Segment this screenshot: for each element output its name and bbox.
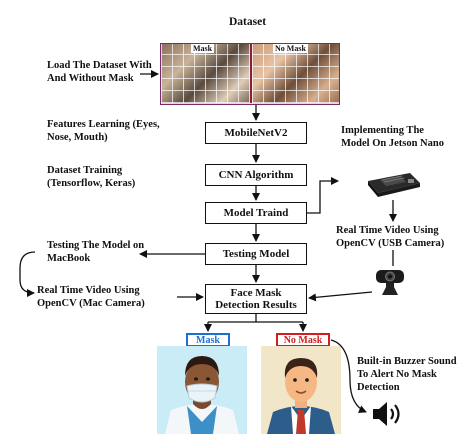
mobilenet-box: MobileNetV2 bbox=[205, 122, 307, 144]
dataset-training-label: Dataset Training (Tensorflow, Keras) bbox=[47, 165, 136, 189]
no-mask-faces-grid bbox=[252, 44, 339, 103]
speaker-icon bbox=[371, 398, 405, 430]
mask-strip-label: Mask bbox=[191, 44, 215, 53]
strip-divider bbox=[250, 44, 252, 103]
dataset-strip: Mask No Mask bbox=[160, 43, 340, 105]
face-mask-results-box: Face Mask Detection Results bbox=[205, 284, 307, 314]
unmasked-businessman-avatar bbox=[261, 346, 341, 434]
cnn-algorithm-box: CNN Algorithm bbox=[205, 164, 307, 186]
features-learning-label: Features Learning (Eyes, Nose, Mouth) bbox=[47, 119, 160, 143]
testing-macbook-label: Testing The Model on MacBook bbox=[47, 240, 145, 264]
diagram-title: Dataset bbox=[229, 16, 267, 28]
mac-camera-label: Real Time Video Using OpenCV (Mac Camera… bbox=[37, 285, 145, 309]
load-dataset-label: Load The Dataset With And Without Mask bbox=[47, 60, 152, 84]
mask-faces-grid bbox=[161, 44, 250, 103]
no-mask-strip-label: No Mask bbox=[273, 44, 308, 53]
jetson-nano-board-icon bbox=[364, 167, 422, 197]
masked-doctor-avatar bbox=[157, 346, 247, 434]
testing-model-box: Testing Model bbox=[205, 243, 307, 265]
jetson-label: Implementing The Model On Jetson Nano bbox=[341, 125, 444, 149]
usb-webcam-icon bbox=[372, 268, 408, 296]
model-trained-box: Model Traind bbox=[205, 202, 307, 224]
buzzer-label: Built-in Buzzer Sound To Alert No Mask D… bbox=[357, 356, 457, 393]
usb-camera-label: Real Time Video Using OpenCV (USB Camera… bbox=[336, 225, 445, 249]
